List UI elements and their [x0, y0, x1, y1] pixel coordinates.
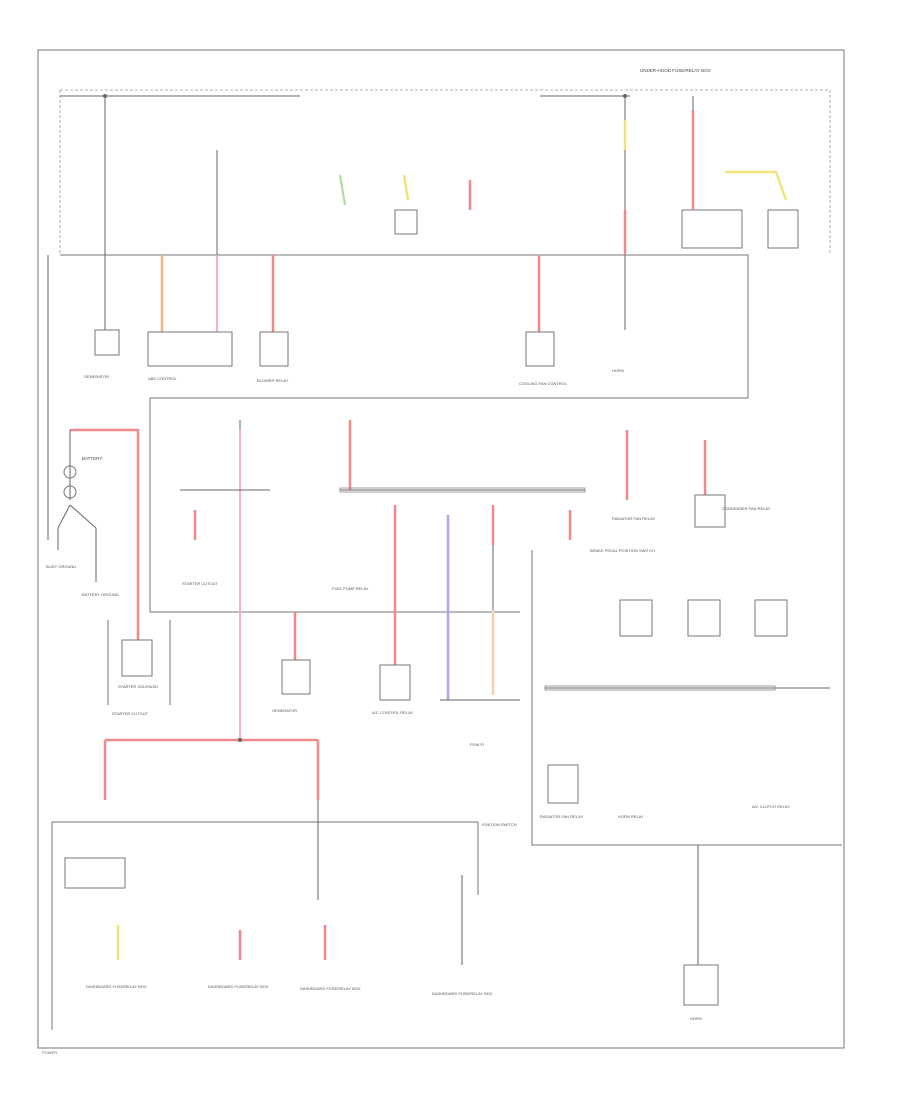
page-frame [37, 49, 845, 1049]
svg-text:STARTER CUTOUT: STARTER CUTOUT [182, 581, 219, 586]
svg-text:DASHBOARD FUSE/RELAY BOX: DASHBOARD FUSE/RELAY BOX [432, 991, 493, 996]
svg-text:FUEL PUMP RELAY: FUEL PUMP RELAY [332, 586, 369, 591]
svg-text:RADIATOR FAN RELAY: RADIATOR FAN RELAY [540, 814, 583, 819]
dash-box-outline [51, 821, 479, 1030]
right-lower-box: RADIATOR FAN RELAY HORN RELAY A/C CLUTCH… [531, 550, 842, 1021]
svg-text:DASHBOARD FUSE/RELAY BOX: DASHBOARD FUSE/RELAY BOX [208, 984, 269, 989]
svg-text:HORN RELAY: HORN RELAY [618, 814, 644, 819]
svg-text:COOLING FAN CONTROL: COOLING FAN CONTROL [519, 381, 568, 386]
top-relays [339, 96, 799, 249]
svg-text:A/C CLUTCH RELAY: A/C CLUTCH RELAY [752, 804, 790, 809]
middle-box-contents: STARTER CUTOUT FUEL PUMP RELAY A/C CONTR… [180, 420, 655, 747]
svg-text:HORN: HORN [612, 368, 624, 373]
underhood-box-outline [59, 89, 831, 255]
battery: BATTERY BODY GROUND BATTERY GROUND [46, 428, 140, 640]
dash-fuse-2: DASHBOARD FUSE/RELAY BOX [208, 930, 269, 989]
svg-text:ABS CONTROL: ABS CONTROL [148, 376, 177, 381]
svg-text:RADIATOR FAN RELAY: RADIATOR FAN RELAY [612, 516, 655, 521]
header-note: UNDER-HOOD FUSE/RELAY BOX [640, 68, 711, 73]
fuse-column-1: GENERATOR [84, 94, 120, 379]
ignition-feed [103, 738, 320, 800]
svg-text:GENERATOR: GENERATOR [84, 374, 109, 379]
dash-fuse-3: DASHBOARD FUSE/RELAY BOX [300, 800, 361, 991]
dash-fuse-1: DASHBOARD FUSE/RELAY BOX [64, 857, 147, 989]
svg-text:DASHBOARD FUSE/RELAY BOX: DASHBOARD FUSE/RELAY BOX [300, 986, 361, 991]
svg-text:GENERATOR: GENERATOR [272, 708, 297, 713]
svg-text:BRAKE PEDAL POSITION SWITCH: BRAKE PEDAL POSITION SWITCH [590, 548, 655, 553]
starter-solenoid: STARTER SOLENOID STARTER CUTOUT [107, 620, 171, 716]
underhood-box-lower [60, 254, 749, 399]
svg-text:BLOWER RELAY: BLOWER RELAY [257, 378, 289, 383]
svg-text:DASHBOARD FUSE/RELAY BOX: DASHBOARD FUSE/RELAY BOX [86, 984, 147, 989]
page-ref: POWER [42, 1050, 57, 1055]
svg-text:CONDENSER FAN RELAY: CONDENSER FAN RELAY [722, 506, 771, 511]
ignition-switch-label: IGNITION SWITCH [482, 822, 517, 827]
fuse-column-abs: ABS CONTROL [147, 150, 233, 381]
middle-box-outline [149, 398, 520, 613]
svg-text:BATTERY: BATTERY [82, 456, 102, 461]
right-relays: RADIATOR FAN RELAY CONDENSER FAN RELAY [612, 430, 788, 637]
svg-text:STARTER CUTOUT: STARTER CUTOUT [112, 711, 149, 716]
fuse-column-cooling: COOLING FAN CONTROL [519, 255, 568, 386]
fuse-column-blower: BLOWER RELAY [257, 255, 289, 383]
svg-text:STARTER SOLENOID: STARTER SOLENOID [118, 684, 158, 689]
ignition-junction [238, 738, 242, 742]
dash-fuse-4: DASHBOARD FUSE/RELAY BOX [432, 875, 493, 996]
svg-text:A/C CONTROL RELAY: A/C CONTROL RELAY [372, 710, 413, 715]
fuse-column-horn: HORN [612, 94, 627, 373]
svg-text:HORN: HORN [690, 1016, 702, 1021]
svg-text:PGM-FI: PGM-FI [470, 742, 484, 747]
svg-text:BODY GROUND: BODY GROUND [46, 564, 76, 569]
svg-text:BATTERY GROUND: BATTERY GROUND [82, 592, 119, 597]
